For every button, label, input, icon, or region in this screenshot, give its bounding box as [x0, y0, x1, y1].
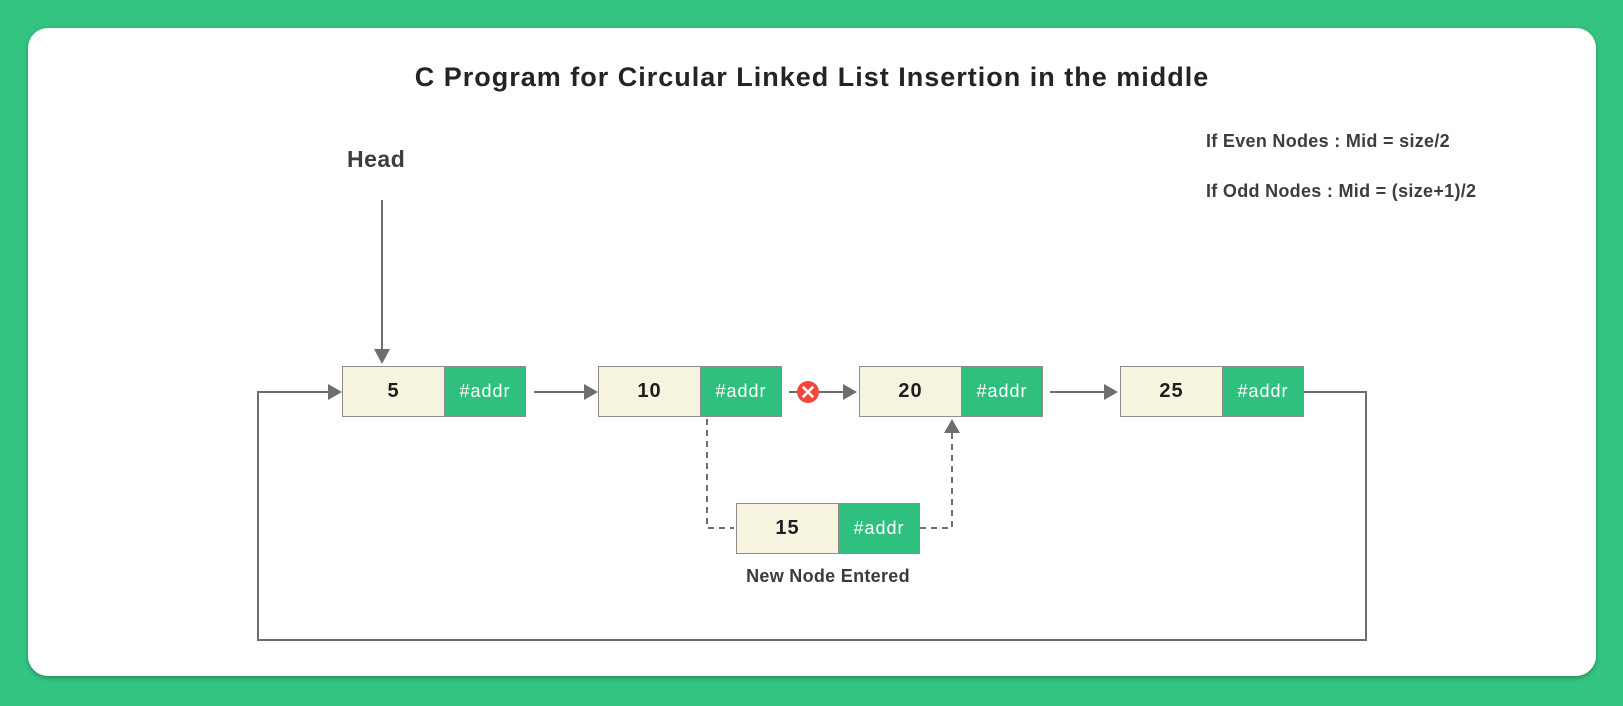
- list-node: 10 #addr: [598, 366, 782, 417]
- head-pointer-label: Head: [347, 146, 406, 172]
- new-node-caption: New Node Entered: [746, 566, 910, 586]
- node-value: 20: [860, 367, 962, 416]
- node-value: 10: [599, 367, 701, 416]
- new-list-node: 15 #addr: [736, 503, 920, 554]
- node-address: #addr: [1223, 367, 1303, 416]
- node-value: 25: [1121, 367, 1223, 416]
- list-node: 5 #addr: [342, 366, 526, 417]
- odd-nodes-rule: If Odd Nodes : Mid = (size+1)/2: [1206, 181, 1477, 201]
- node-address: #addr: [962, 367, 1042, 416]
- node-address: #addr: [701, 367, 781, 416]
- node-value: 15: [737, 504, 839, 553]
- node-address: #addr: [839, 504, 919, 553]
- list-node: 20 #addr: [859, 366, 1043, 417]
- even-nodes-rule: If Even Nodes : Mid = size/2: [1206, 131, 1450, 151]
- mid-rules-note: If Even Nodes : Mid = size/2 If Odd Node…: [1206, 130, 1476, 202]
- node-address: #addr: [445, 367, 525, 416]
- page-title: C Program for Circular Linked List Inser…: [414, 62, 1210, 92]
- node-value: 5: [343, 367, 445, 416]
- list-node: 25 #addr: [1120, 366, 1304, 417]
